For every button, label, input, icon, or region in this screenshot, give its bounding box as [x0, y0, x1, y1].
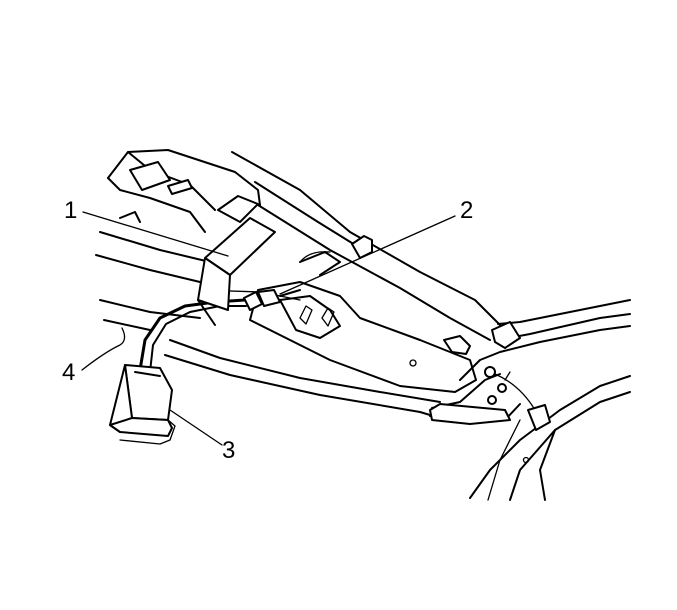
- underbody-rail: [95, 231, 441, 419]
- callout-4: 4: [62, 359, 75, 386]
- upper-floor-panel: [107, 149, 261, 233]
- right-sensor: [494, 371, 551, 431]
- sensor-module: [109, 364, 176, 445]
- callout-2: 2: [460, 197, 473, 224]
- floor-tunnel: [231, 151, 631, 349]
- harness-bracket: [197, 217, 276, 326]
- callout-1: 1: [64, 197, 77, 224]
- rear-body-panel: [429, 325, 631, 501]
- heat-shield-plate: [249, 251, 477, 393]
- leader-line-3: [169, 409, 223, 446]
- leader-line-2: [279, 215, 456, 295]
- leader-line-1: [82, 211, 229, 257]
- callout-labels: 1 2 3 4: [62, 197, 473, 464]
- leader-lines: [81, 211, 456, 446]
- leader-line-4: [81, 327, 126, 371]
- callout-3: 3: [222, 437, 235, 464]
